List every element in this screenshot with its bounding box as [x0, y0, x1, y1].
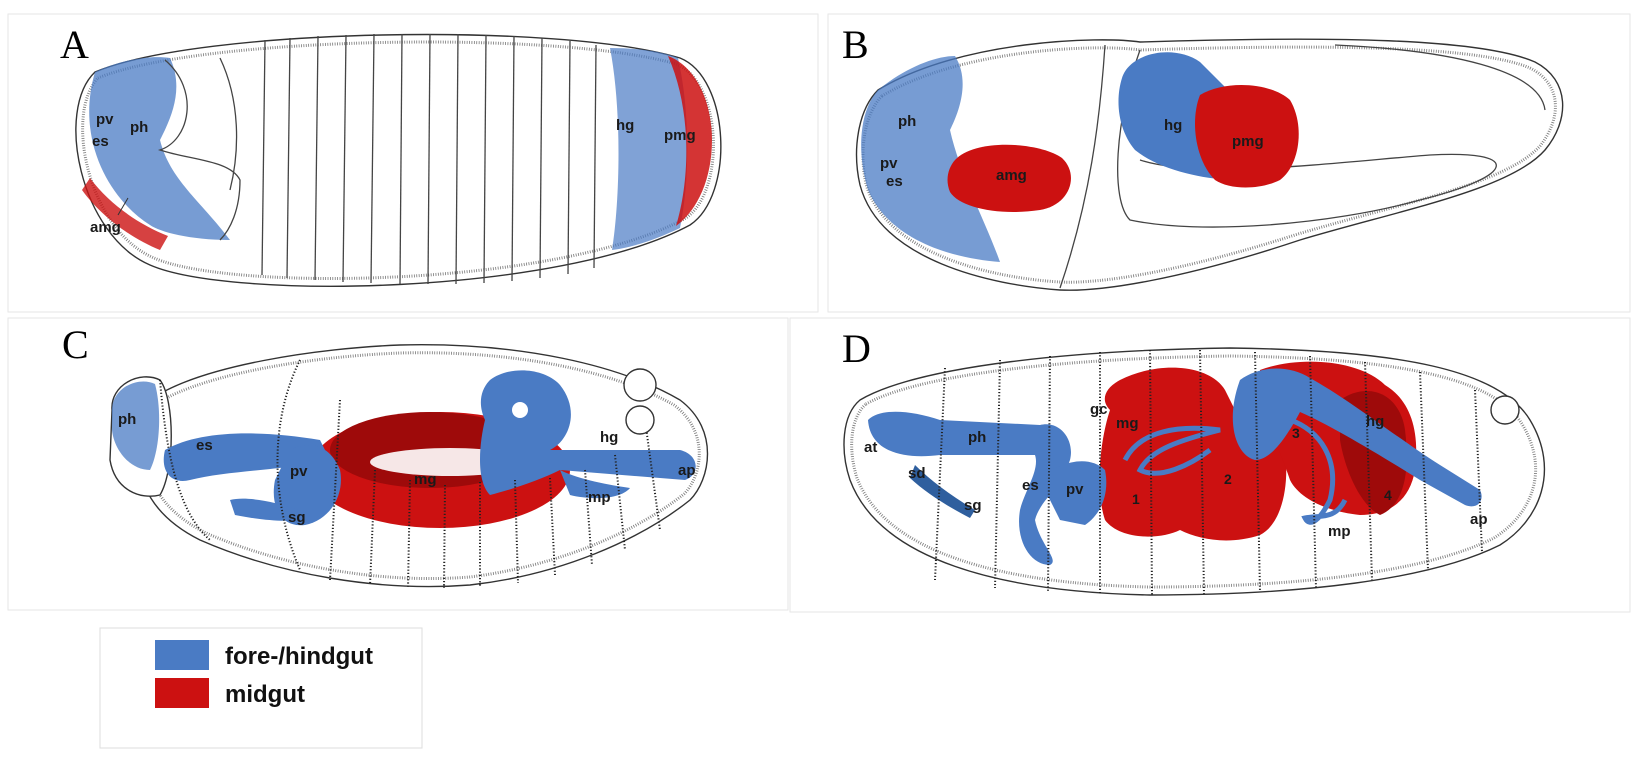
panel-d-label-hg: hg: [1366, 413, 1384, 430]
panel-a-label-ph: ph: [130, 119, 148, 136]
panel-c: C: [8, 318, 788, 610]
panel-d-label-1: 1: [1132, 491, 1140, 507]
panel-d-label-pv: pv: [1066, 481, 1084, 498]
panel-c-posterior-bump-1: [624, 369, 656, 401]
panel-d-letter: D: [842, 326, 871, 371]
panel-d-label-sd: sd: [908, 465, 926, 482]
panel-b-label-amg: amg: [996, 167, 1027, 184]
panel-a-label-pv: pv: [96, 111, 114, 128]
panel-a: A pv es ph: [8, 14, 818, 312]
legend-swatch-foregut: [155, 640, 209, 670]
panel-c-posterior-bump-2: [626, 406, 654, 434]
panel-b-label-pv: pv: [880, 155, 898, 172]
panel-b-label-pmg: pmg: [1232, 133, 1264, 150]
panel-d: D at ph sd s: [790, 318, 1630, 612]
panel-c-label-mp: mp: [588, 489, 611, 506]
legend-swatch-midgut: [155, 678, 209, 708]
panel-c-label-mg: mg: [414, 471, 437, 488]
panel-c-label-pv: pv: [290, 463, 308, 480]
panel-b: B ph pv es amg hg pmg: [828, 14, 1630, 312]
panel-d-label-2: 2: [1224, 471, 1232, 487]
panel-c-label-sg: sg: [288, 509, 306, 526]
legend-label-midgut: midgut: [225, 681, 305, 708]
panel-c-letter: C: [62, 322, 89, 367]
panel-c-label-ap: ap: [678, 462, 696, 479]
panel-d-label-3: 3: [1292, 425, 1300, 441]
panel-a-label-amg: amg: [90, 219, 121, 236]
panel-c-label-hg: hg: [600, 429, 618, 446]
panel-d-label-mg: mg: [1116, 415, 1139, 432]
panel-d-label-ph: ph: [968, 429, 986, 446]
legend: fore-/hindgut midgut: [100, 628, 422, 748]
panel-d-label-sg: sg: [964, 497, 982, 514]
panel-b-letter: B: [842, 22, 869, 67]
panel-a-label-pmg: pmg: [664, 127, 696, 144]
panel-a-letter: A: [60, 22, 89, 67]
panel-d-posterior-bump: [1491, 396, 1519, 424]
panel-b-label-ph: ph: [898, 113, 916, 130]
legend-label-foregut: fore-/hindgut: [225, 643, 373, 670]
panel-d-label-at: at: [864, 439, 877, 456]
panel-c-hindgut-hole: [512, 402, 528, 418]
panel-d-label-mp: mp: [1328, 523, 1351, 540]
panel-a-label-hg: hg: [616, 117, 634, 134]
panel-b-label-hg: hg: [1164, 117, 1182, 134]
panel-c-label-ph: ph: [118, 411, 136, 428]
panel-d-label-ap: ap: [1470, 511, 1488, 528]
panel-d-label-gc: gc: [1090, 401, 1108, 418]
panel-d-label-4: 4: [1384, 487, 1392, 503]
panel-b-label-es: es: [886, 173, 903, 190]
panel-c-label-es: es: [196, 437, 213, 454]
panel-a-label-es: es: [92, 133, 109, 150]
panel-a-hindgut: [610, 48, 687, 250]
panel-d-label-es: es: [1022, 477, 1039, 494]
